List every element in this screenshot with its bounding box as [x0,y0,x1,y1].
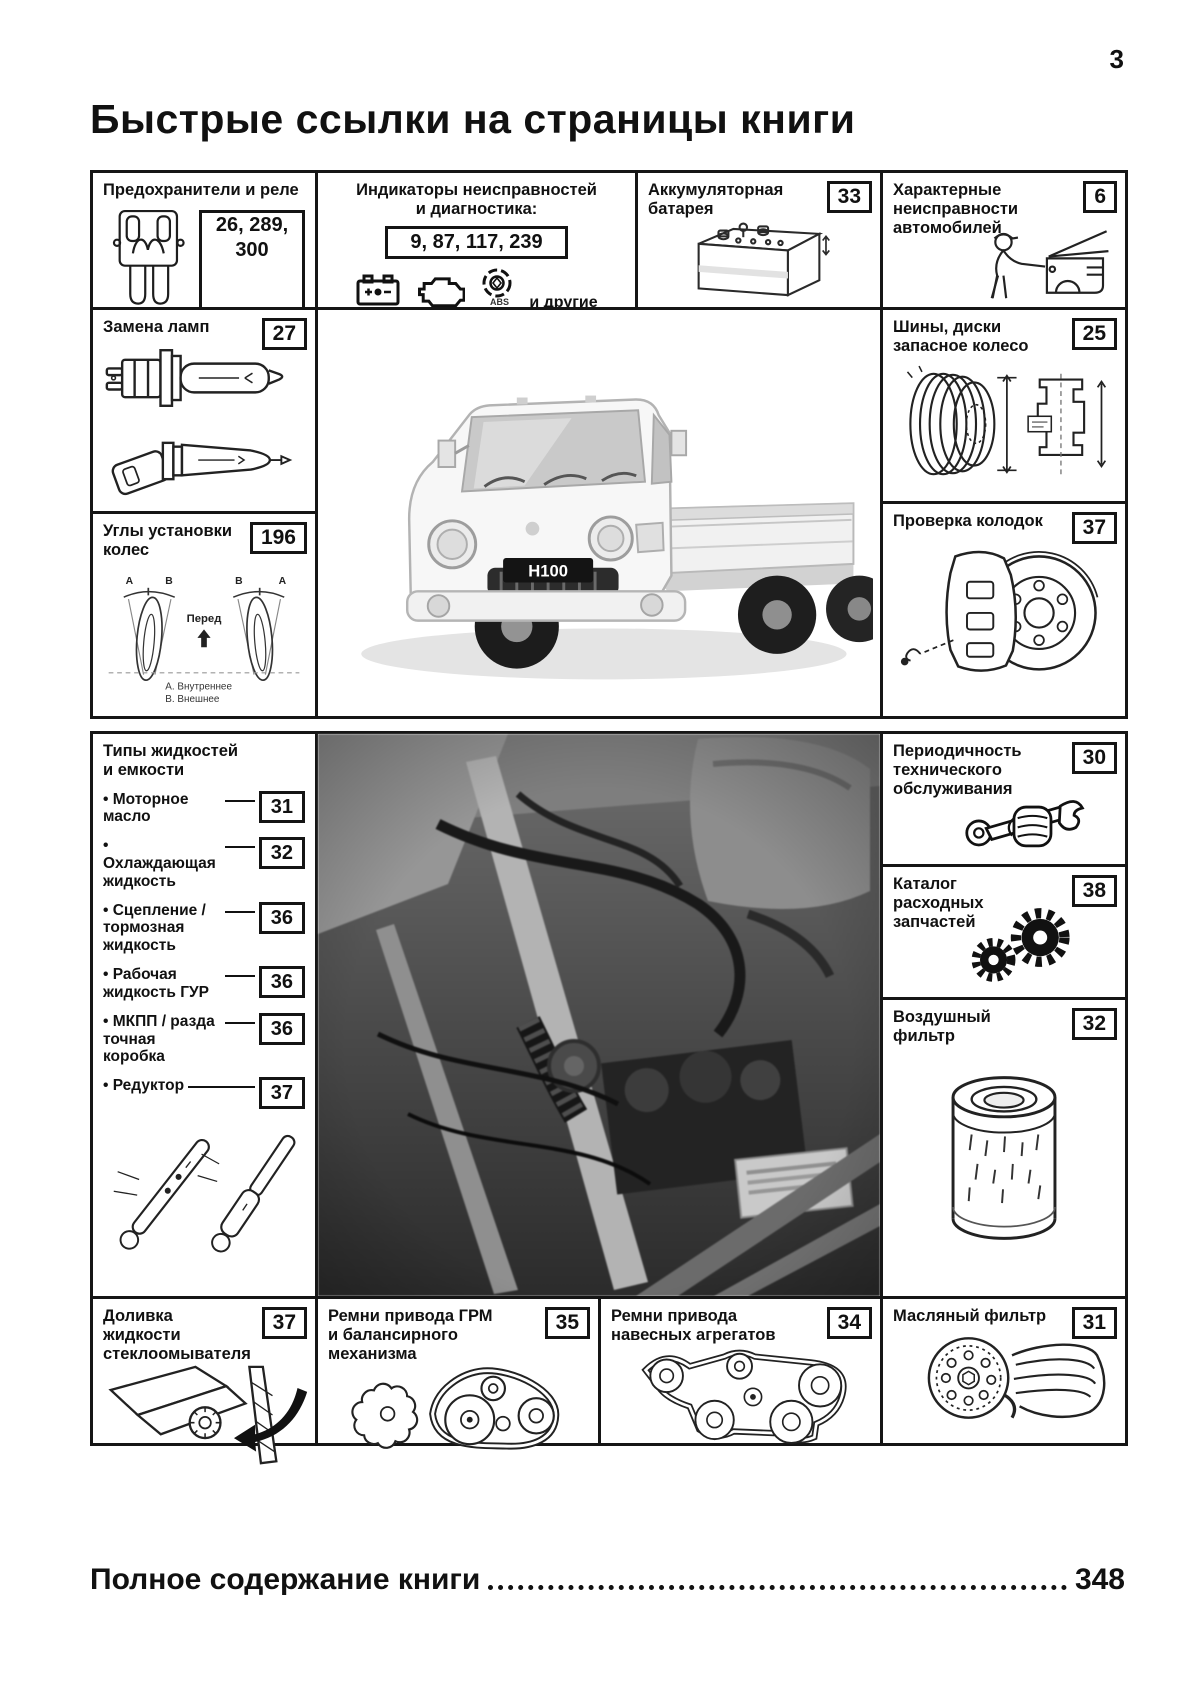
page-title: Быстрые ссылки на страницы книги [90,96,856,142]
dotted-leader [488,1585,1067,1590]
page-badge: 37 [1071,512,1117,545]
svg-text:Перед: Перед [187,612,222,624]
section-title: Периодичность технического обслуживания [893,742,1022,798]
bulb-h4-illustration [103,343,305,418]
section-title: Доливка жидкости стеклоомывателя [103,1307,251,1363]
air-filter-illustration [893,1060,1115,1256]
oil-filter-illustration [893,1326,1115,1430]
svg-text:ABS: ABS [490,297,509,307]
section-air-filter: 32 Воздушный фильтр [880,997,1128,1299]
section-fuses: Предохранители и реле 26, 289, 300 [90,170,318,313]
battery-warning-icon [355,273,401,312]
dipstick-illustration [103,1115,305,1283]
section-title: Предохранители и реле [103,181,299,199]
svg-text:A: A [126,576,134,587]
svg-text:А. Внутреннее: А. Внутреннее [165,681,232,692]
page-badge: 38 [1071,875,1117,908]
section-faults: 6 Характерные неисправности автомобилей [880,170,1128,310]
section-alignment: 196 Углы установки колес A B B A Перед [90,511,318,719]
page-badge: 30 [1071,742,1117,775]
washer-filler-illustration [103,1363,308,1472]
section-pads: 37 Проверка колодок [880,501,1128,719]
page-badge: 6 [1083,181,1117,214]
section-title: Проверка колодок [893,512,1043,530]
section-title-line1: Индикаторы неисправностей [356,181,597,199]
svg-text:В. Внешнее: В. Внешнее [165,694,220,705]
abs-warning-icon: ABS [477,267,517,312]
svg-text:B: B [165,576,173,587]
page-badge: 32 [258,837,305,870]
section-title: Характерные неисправности автомобилей [893,181,1019,237]
page-badge: 37 [261,1307,307,1340]
more-indicators-label: и другие [529,293,598,311]
section-title: Воздушный фильтр [893,1008,991,1045]
section-indicators: Индикаторы неисправностей и диагностика:… [315,170,638,312]
section-tires: 25 Шины, диски запасное колесо [880,307,1128,504]
footer-page-number: 348 [1074,1563,1125,1596]
svg-text:A: A [279,576,287,587]
page-badge: 37 [258,1077,305,1110]
section-lamps: 27 Замена ламп [90,307,318,514]
truck-plate: H100 [528,562,568,581]
bulb-hb-illustration [103,418,305,509]
gears-icon [945,902,1085,993]
brake-disc-illustration [893,531,1115,689]
page-badge: 35 [544,1307,590,1340]
section-accessory-belts: 34 Ремни привода навесных агрегатов [598,1296,883,1446]
fuse-icon [103,204,191,313]
section-title: Ремни привода навесных агрегатов [611,1307,776,1344]
page-number: 3 [1109,44,1124,74]
footer-label: Полное содержание книги [90,1563,481,1596]
page-badge: 26, 289, 300 [199,209,305,313]
page-badge: 27 [261,318,307,351]
page-badge: 32 [1071,1008,1117,1041]
wrench-hand-icon [957,783,1107,862]
section-oil-filter: 31 Масляный фильтр [880,1296,1128,1446]
truck-photo: H100 [315,307,883,719]
mechanic-illustration [954,224,1119,305]
pages-badge: 9, 87, 117, 239 [385,225,568,259]
section-title: Ремни привода ГРМ и балансирного механиз… [328,1307,493,1363]
page-badge: 36 [258,901,305,934]
wheel-alignment-diagram: A B B A Перед А. Внутреннее В. Внешнее [103,560,305,710]
footer-toc-line: Полное содержание книги 348 [90,1563,1125,1597]
page-badge: 36 [258,1012,305,1045]
battery-illustration [648,219,870,305]
page-badge: 31 [258,790,305,823]
section-battery: 33 Аккумуляторная батарея [635,170,883,310]
section-title: Масляный фильтр [893,1307,1047,1325]
section-timing-belts: 35 Ремни привода ГРМ и балансирного меха… [315,1296,601,1450]
tire-rim-illustration [893,364,1115,484]
section-title: Шины, диски запасное колесо [893,318,1029,355]
section-title: Замена ламп [103,318,210,336]
page-badge: 33 [826,181,872,214]
section-title: Каталог расходных запчастей [893,875,984,931]
page-badge: 36 [258,966,305,999]
section-title-line2: и диагностика: [415,199,538,218]
section-title: Типы жидкостей и емкости [103,742,239,779]
section-catalog: 38 Каталог расходных запчастей [880,864,1128,1000]
page-badge: 196 [249,522,307,555]
accessory-belt-illustration [611,1345,870,1445]
page-badge: 34 [826,1307,872,1340]
check-engine-icon [413,273,466,312]
timing-belt-illustration [328,1363,588,1451]
page-badge: 25 [1071,318,1117,351]
section-maintenance: 30 Периодичность технического обслуживан… [880,731,1128,867]
section-title: Углы установки колес [103,522,233,559]
section-fluids: Типы жидкостей и емкости Моторное масло3… [90,731,318,1299]
section-title: Аккумуляторная батарея [648,181,784,218]
engine-bay-photo [315,731,883,1299]
svg-text:B: B [235,576,243,587]
section-washer: 37 Доливка жидкости стеклоомывателя [90,1296,318,1465]
page-badge: 31 [1071,1307,1117,1340]
